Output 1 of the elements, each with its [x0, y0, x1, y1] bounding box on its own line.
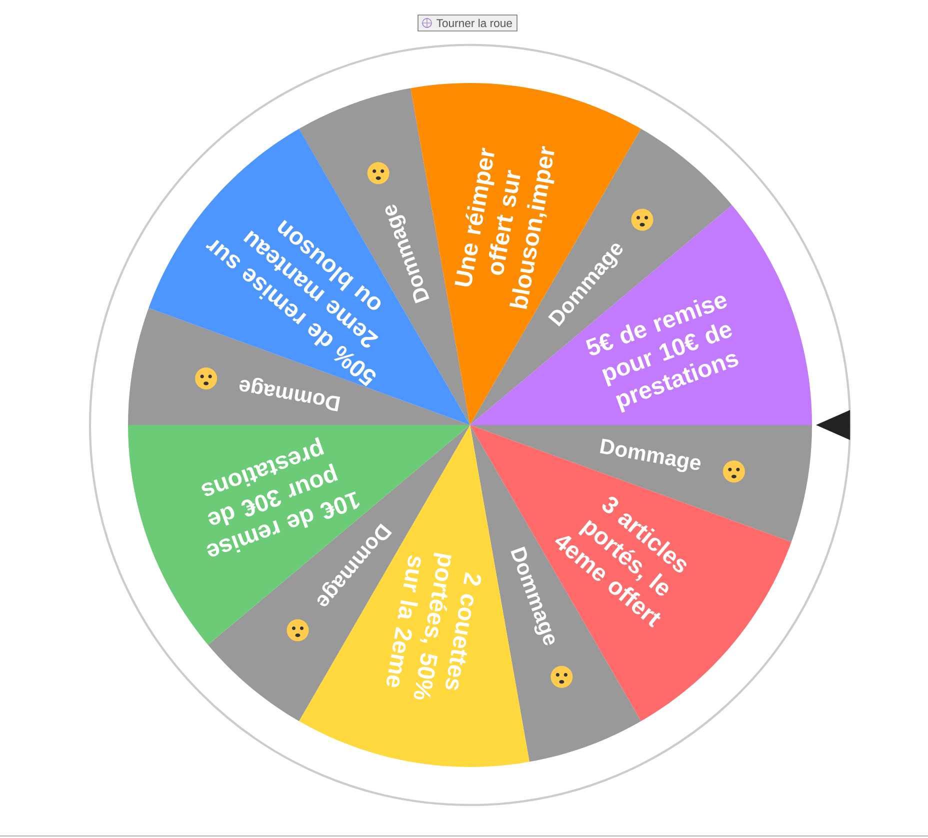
spin-button: Tourner la roue: [418, 14, 518, 32]
